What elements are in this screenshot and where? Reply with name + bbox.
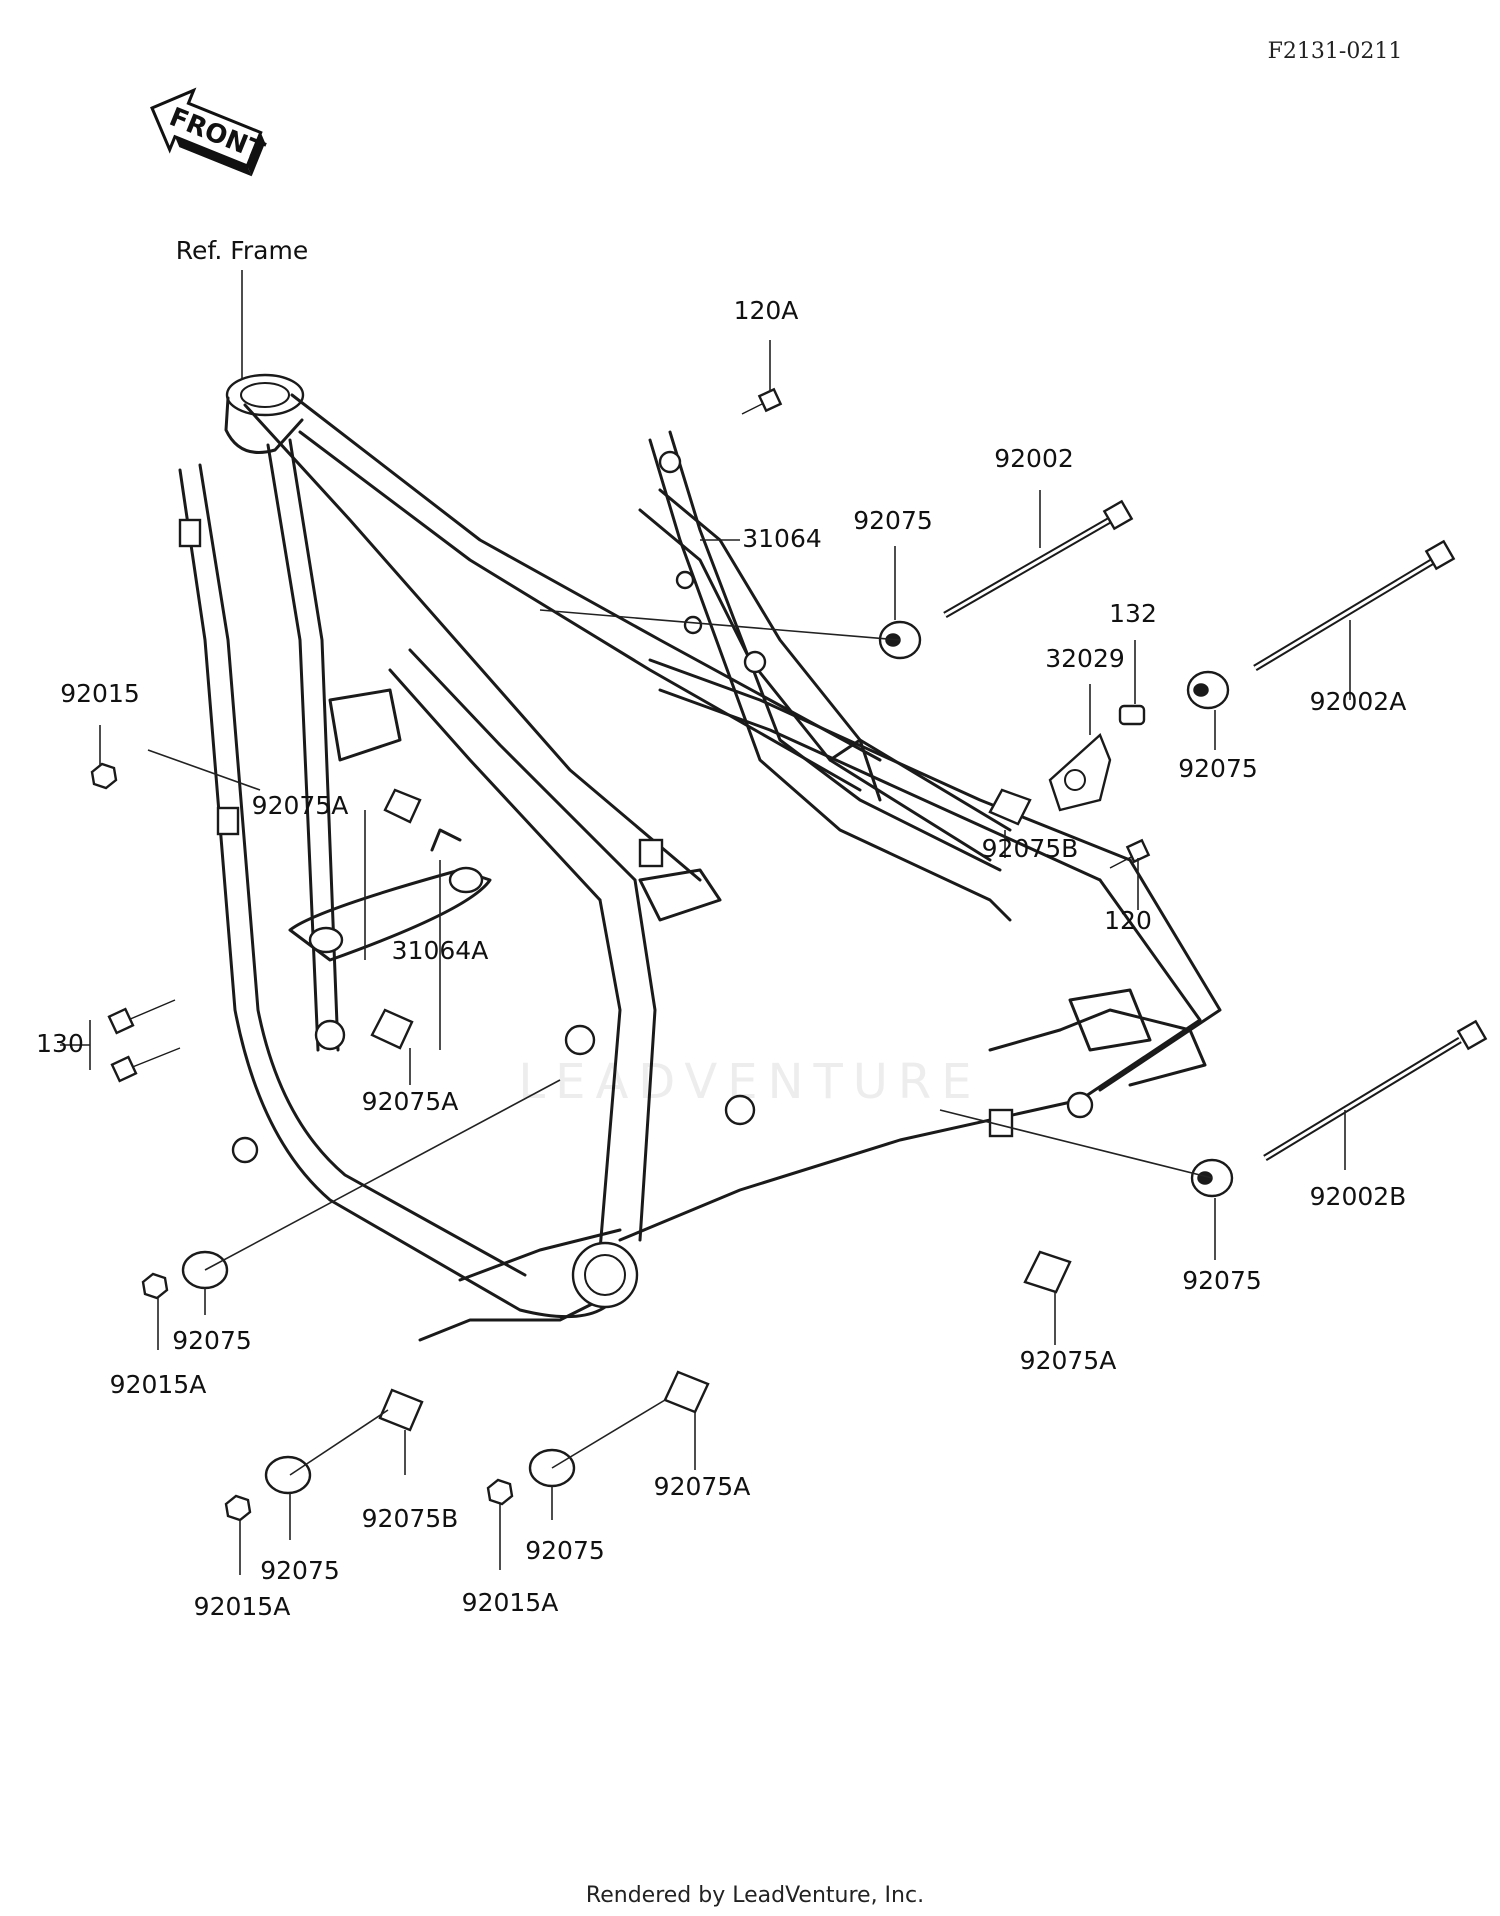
motorcycle-frame <box>178 373 1222 1342</box>
diagram-code: F2131-0211 <box>1268 39 1403 64</box>
label-120: 120 <box>1104 906 1152 935</box>
bolt-92002-icon <box>943 499 1134 619</box>
label-92075-bottom1: 92075 <box>260 1556 340 1585</box>
label-92075A-lowright: 92075A <box>1020 1346 1117 1375</box>
plate-32029-icon <box>1048 732 1112 812</box>
part-labels: 120A 31064 92002 92075 132 32029 92002A … <box>36 296 1406 1621</box>
bolt-132-icon <box>1118 704 1146 726</box>
collar-92075B-bottom-icon <box>378 1388 424 1432</box>
bolts-130-icon <box>107 999 181 1083</box>
leader-lines <box>60 340 1351 1575</box>
label-92075B-bottom: 92075B <box>362 1504 459 1533</box>
label-32029: 32029 <box>1045 644 1125 673</box>
bolt-120-icon <box>1109 838 1151 869</box>
bolt-92002B-icon <box>1263 1019 1488 1161</box>
label-92075-right: 92075 <box>1178 754 1258 783</box>
nut-92015A-bottom1-icon <box>224 1494 252 1522</box>
label-92075B-right: 92075B <box>982 834 1079 863</box>
nut-92015-icon <box>90 762 118 790</box>
label-92002B: 92002B <box>1310 1182 1407 1211</box>
label-92075-top: 92075 <box>853 506 933 535</box>
label-92075-lowright: 92075 <box>1182 1266 1262 1295</box>
label-92075A-mid: 92075A <box>362 1087 459 1116</box>
label-92015A-left: 92015A <box>110 1370 207 1399</box>
label-92015A-bottom1: 92015A <box>194 1592 291 1621</box>
label-132: 132 <box>1109 599 1157 628</box>
bracket-31064A <box>288 828 492 962</box>
bolt-92002A-icon <box>1253 539 1456 672</box>
label-120A: 120A <box>734 296 799 325</box>
label-92075-left: 92075 <box>172 1326 252 1355</box>
label-92002: 92002 <box>994 444 1074 473</box>
label-92075A-bottom: 92075A <box>654 1472 751 1501</box>
collar-92075A-bottom-icon <box>663 1370 710 1414</box>
label-130: 130 <box>36 1029 84 1058</box>
ref-frame-label: Ref. Frame <box>176 236 308 265</box>
bracket-31064 <box>648 430 1012 922</box>
nut-92015A-left-icon <box>141 1272 169 1300</box>
rubber-92075-bottom1-icon <box>264 1455 312 1495</box>
collar-92075B-right-icon <box>988 788 1032 826</box>
label-92002A: 92002A <box>1310 687 1407 716</box>
bolt-120A-icon <box>741 387 783 415</box>
nut-92015A-bottom2-icon <box>486 1478 514 1506</box>
label-92075A-upper: 92075A <box>252 791 349 820</box>
front-direction-arrow-icon: FRONT <box>150 87 269 177</box>
collar-92075A-upper-icon <box>383 788 422 824</box>
collar-92075A-mid-icon <box>370 1008 414 1050</box>
label-92015: 92015 <box>60 679 140 708</box>
rubber-92075-right-icon <box>1186 670 1230 710</box>
footer-credit: Rendered by LeadVenture, Inc. <box>586 1883 924 1908</box>
label-92075-bottom2: 92075 <box>525 1536 605 1565</box>
label-31064A: 31064A <box>392 936 489 965</box>
label-92015A-bottom2: 92015A <box>462 1588 559 1617</box>
label-31064: 31064 <box>742 524 822 553</box>
collar-92075A-lowright-icon <box>1023 1250 1072 1294</box>
